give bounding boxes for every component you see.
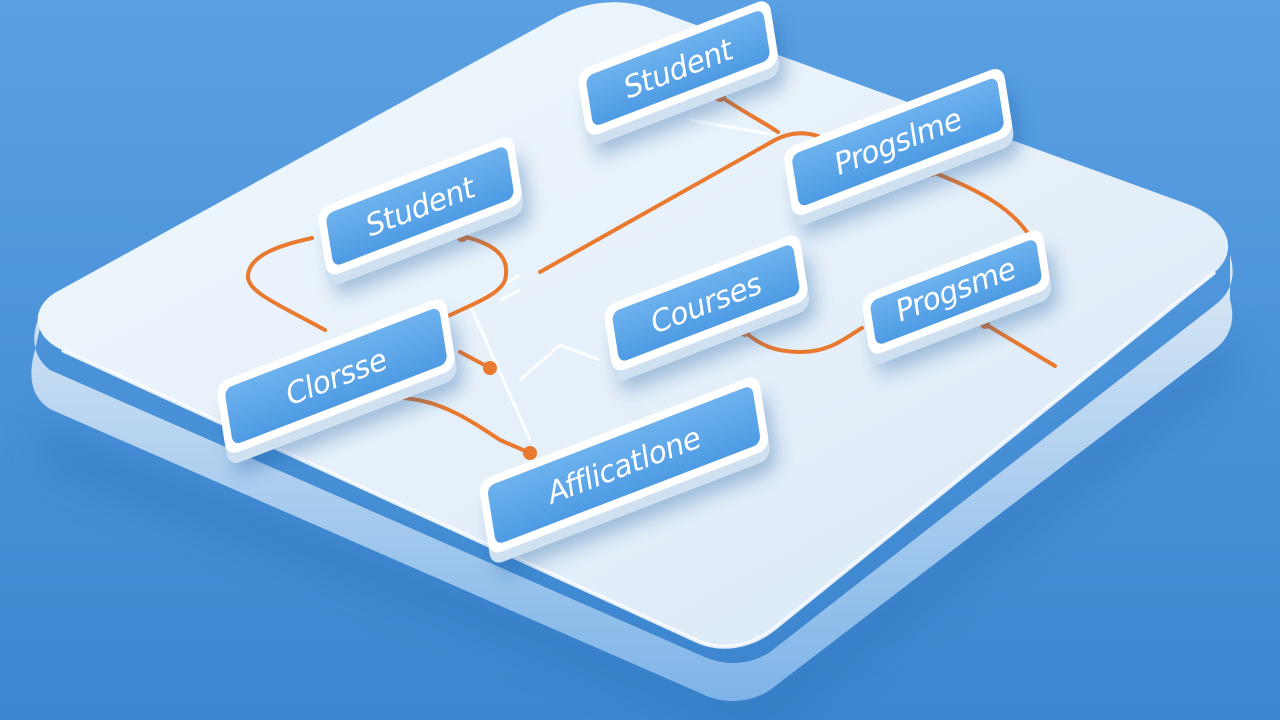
node-student-left: Student: [318, 137, 531, 295]
node-programs-top: Progslme: [784, 68, 1021, 236]
board-rim: [61, 270, 1217, 649]
node-programs-right: Progsme: [862, 230, 1059, 374]
connector-long-diagonal: [538, 131, 820, 274]
dot-app-left: [523, 446, 537, 460]
dot-course-app-top: [483, 361, 497, 375]
node-fill: [792, 78, 1004, 206]
node-fill: [612, 245, 800, 361]
node-student-top: Student: [578, 1, 787, 155]
node-fill: [586, 11, 770, 125]
connector-left-bracket: [245, 236, 327, 332]
node-fill: [225, 308, 447, 444]
node-fill: [487, 387, 761, 543]
node-fill: [326, 147, 514, 265]
node-course-left: Clorsse: [217, 299, 464, 473]
board-shadow: [40, 330, 1240, 720]
node-fill: [870, 240, 1042, 344]
connector-courses-to-programs: [743, 326, 864, 355]
connector-student-left-loop: [438, 234, 509, 322]
node-applications: Afflicatlone: [479, 377, 778, 573]
board-side: [31, 255, 1233, 701]
